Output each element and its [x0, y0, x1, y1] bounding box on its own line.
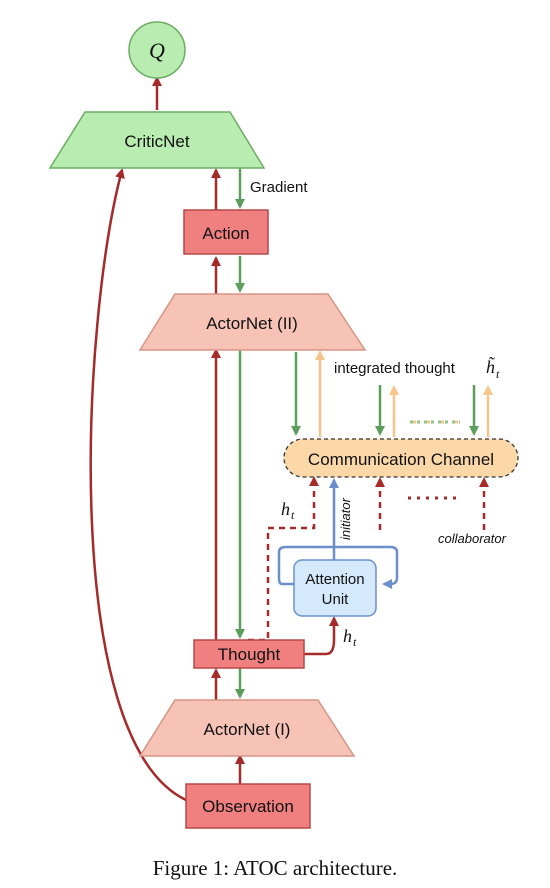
observation-label: Observation: [202, 797, 294, 816]
h-tilde-subscript: t: [496, 367, 500, 381]
q-node: Q: [128, 21, 186, 79]
collaborator-label: collaborator: [438, 531, 507, 546]
attention-unit-line2: Unit: [322, 591, 350, 608]
gradient-label: Gradient: [250, 179, 308, 196]
h-t-upper-label: h t: [281, 499, 295, 522]
arrow-thought-to-attention: [304, 616, 339, 656]
actornet-1-node: ActorNet (I): [138, 699, 356, 757]
observation-node: Observation: [185, 783, 311, 829]
attention-unit-line1: Attention: [305, 571, 364, 588]
h-tilde-symbol: h̃: [486, 356, 496, 377]
actornet-2-node: ActorNet (II): [138, 293, 367, 351]
actornet-2-label: ActorNet (II): [206, 314, 298, 333]
h-right-symbol: h: [343, 626, 352, 646]
h-upper-symbol: h: [281, 499, 290, 519]
communication-channel-label: Communication Channel: [308, 450, 494, 469]
figure-caption: Figure 1: ATOC architecture.: [153, 856, 398, 880]
integrated-thought-label-group: integrated thought h̃ t: [334, 356, 500, 381]
action-label: Action: [202, 224, 249, 243]
h-t-right-label: h t: [343, 626, 357, 649]
criticnet-label: CriticNet: [124, 132, 189, 151]
communication-channel-node: Communication Channel: [283, 438, 519, 478]
initiator-label: initiator: [338, 497, 353, 540]
h-upper-subscript: t: [291, 508, 295, 522]
h-right-subscript: t: [353, 635, 357, 649]
q-label: Q: [149, 38, 165, 63]
criticnet-node: CriticNet: [48, 111, 266, 169]
actornet-1-label: ActorNet (I): [204, 720, 291, 739]
integrated-thought-label: integrated thought: [334, 360, 456, 377]
thought-node: Thought: [193, 639, 305, 669]
thought-label: Thought: [218, 645, 281, 664]
action-node: Action: [183, 209, 269, 255]
attention-unit-node: Attention Unit: [293, 559, 377, 617]
attention-loop-left: [277, 545, 399, 589]
